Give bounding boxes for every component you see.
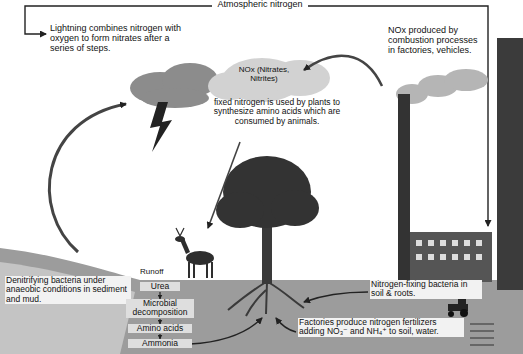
flow-arrow	[49, 104, 126, 252]
process-note: Denitrifying bacteria under anaeobic con…	[5, 276, 131, 304]
tractor	[448, 298, 468, 317]
chain-step: Ammonia	[128, 339, 192, 348]
process-note: fixed nitrogen is used by plants to synt…	[206, 98, 348, 126]
side-panel	[497, 38, 523, 290]
cloud-label: NOx (Nitrates, Nitrites)	[236, 66, 292, 84]
process-note: NOx produced by combustion processes in …	[388, 26, 482, 56]
chain-step: Microbial decomposition	[126, 299, 194, 318]
process-note: Lightning combines nitrogen with oxygen …	[50, 24, 185, 54]
chain-step: Urea	[140, 282, 180, 291]
tree-roots	[228, 282, 304, 316]
atmosphere-label: Atmospheric nitrogen	[215, 0, 305, 10]
runoff-label: Runoff	[140, 268, 176, 277]
field-rows	[470, 324, 494, 345]
process-note: Factories produce nitrogen fertilizers a…	[298, 318, 464, 337]
storm-cloud	[130, 63, 218, 108]
deer	[175, 228, 214, 278]
flow-arrow	[304, 292, 368, 302]
lightning-bolt	[150, 102, 172, 152]
chain-arrow	[159, 292, 160, 299]
flow-arrow	[276, 318, 296, 332]
sediment	[0, 262, 135, 354]
flow-arrow	[304, 56, 382, 86]
factory-building	[410, 232, 492, 282]
factory-windows	[416, 240, 482, 260]
smokestack	[398, 94, 410, 282]
chain-step: Amino acids	[128, 324, 192, 333]
process-note: Nitrogen-fixing bacteria in soil & roots…	[370, 280, 482, 299]
flow-arrow	[208, 142, 240, 228]
flow-arrow	[190, 318, 262, 344]
